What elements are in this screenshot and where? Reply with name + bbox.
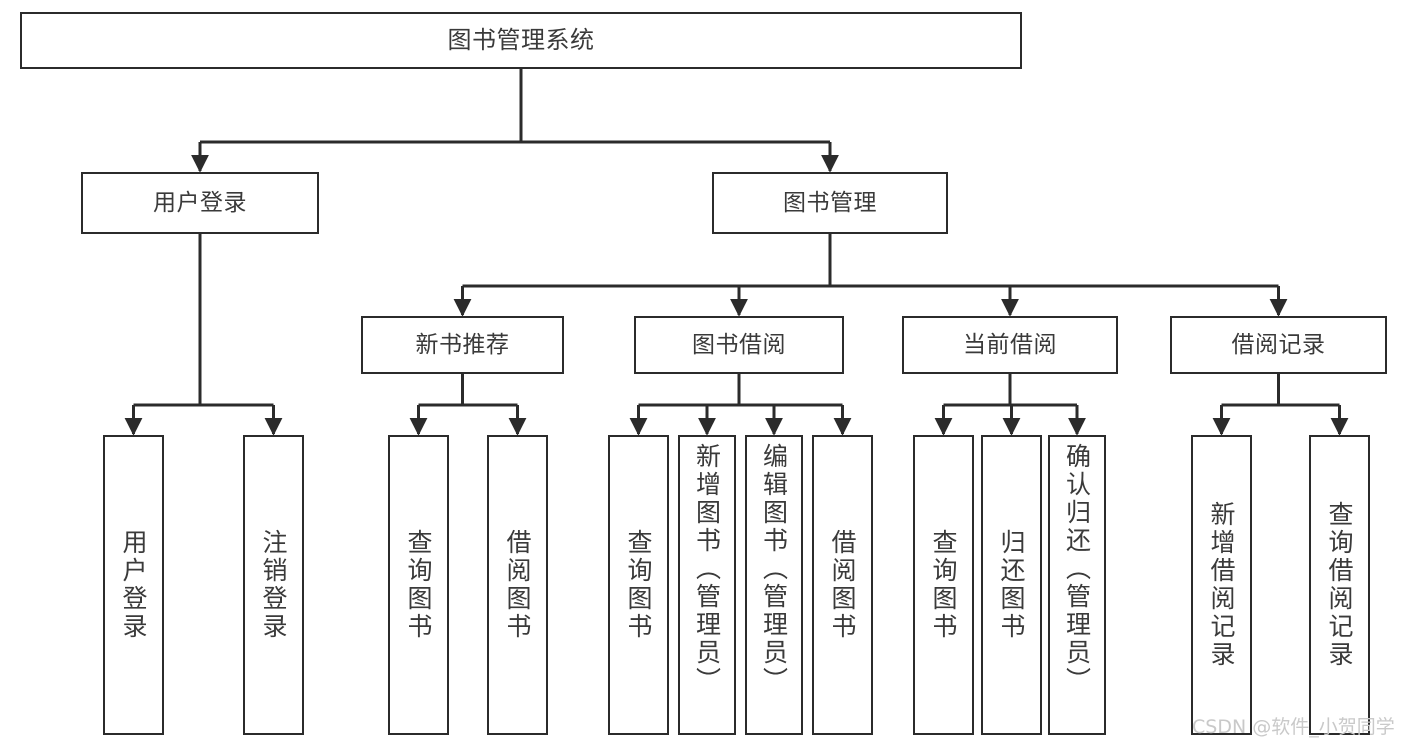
- node-label: 新增借阅记录: [1207, 501, 1236, 669]
- node-leaf-add-book-admin[interactable]: 新增图书（管理员）: [678, 435, 736, 735]
- watermark: CSDN @软件_小贺同学: [1192, 716, 1395, 738]
- node-book-borrow[interactable]: 图书借阅: [634, 316, 844, 374]
- node-label: 借阅图书: [503, 529, 532, 641]
- node-label: 用户登录: [119, 529, 148, 641]
- node-leaf-logout[interactable]: 注销登录: [243, 435, 304, 735]
- node-label: 查询图书: [929, 529, 958, 641]
- node-label: 借阅图书: [828, 529, 857, 641]
- node-leaf-user-login[interactable]: 用户登录: [103, 435, 164, 735]
- node-label: 编辑图书（管理员）: [759, 443, 789, 695]
- node-label: 新增图书（管理员）: [692, 443, 722, 695]
- node-label: 图书管理系统: [447, 25, 595, 54]
- node-leaf-borrow-book-2[interactable]: 借阅图书: [812, 435, 873, 735]
- node-new-book-rec[interactable]: 新书推荐: [361, 316, 564, 374]
- node-leaf-query-book-1[interactable]: 查询图书: [388, 435, 449, 735]
- node-leaf-query-book-2[interactable]: 查询图书: [608, 435, 669, 735]
- node-leaf-query-book-3[interactable]: 查询图书: [913, 435, 974, 735]
- node-label: 图书管理: [783, 189, 877, 216]
- node-label: 新书推荐: [415, 331, 510, 358]
- node-label: 确认归还（管理员）: [1062, 443, 1092, 695]
- node-root[interactable]: 图书管理系统: [20, 12, 1022, 69]
- node-label: 查询图书: [624, 529, 653, 641]
- node-current-borrow[interactable]: 当前借阅: [902, 316, 1118, 374]
- node-borrow-record[interactable]: 借阅记录: [1170, 316, 1387, 374]
- node-leaf-confirm-return-admin[interactable]: 确认归还（管理员）: [1048, 435, 1106, 735]
- node-label: 归还图书: [997, 529, 1026, 641]
- node-label: 借阅记录: [1231, 331, 1326, 358]
- node-book-manage[interactable]: 图书管理: [712, 172, 948, 234]
- node-label: 用户登录: [153, 189, 247, 216]
- node-label: 图书借阅: [692, 331, 786, 358]
- node-user-login[interactable]: 用户登录: [81, 172, 319, 234]
- node-leaf-return-book[interactable]: 归还图书: [981, 435, 1042, 735]
- node-leaf-query-borrow-record[interactable]: 查询借阅记录: [1309, 435, 1370, 735]
- node-label: 当前借阅: [963, 331, 1057, 358]
- node-leaf-add-borrow-record[interactable]: 新增借阅记录: [1191, 435, 1252, 735]
- node-label: 查询图书: [404, 529, 433, 641]
- node-label: 注销登录: [259, 529, 288, 641]
- node-leaf-edit-book-admin[interactable]: 编辑图书（管理员）: [745, 435, 803, 735]
- node-leaf-borrow-book-1[interactable]: 借阅图书: [487, 435, 548, 735]
- node-label: 查询借阅记录: [1325, 501, 1354, 669]
